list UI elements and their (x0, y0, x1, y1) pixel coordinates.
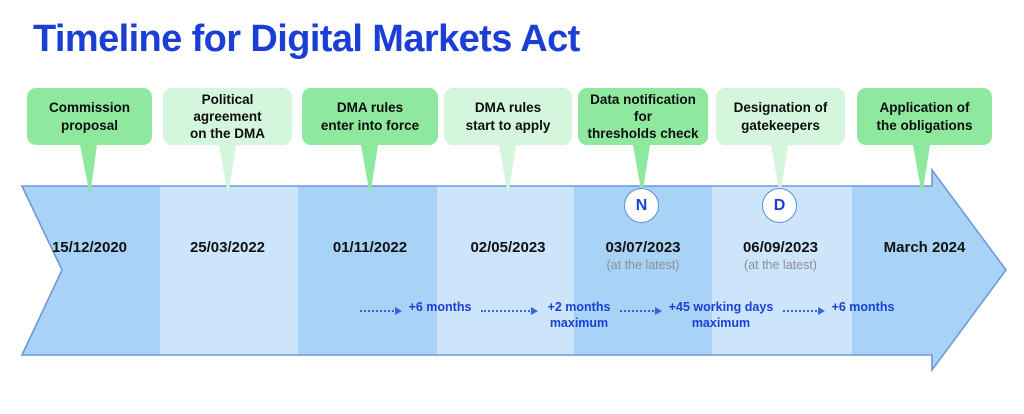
callout-dma-rules-enter-into-force[interactable]: DMA rules enter into force (302, 88, 438, 145)
callout-label: DMA rules enter into force (320, 100, 420, 133)
marker-n: N (624, 188, 659, 223)
callout-political-agreement[interactable]: Political agreement on the DMA (163, 88, 292, 145)
marker-d: D (762, 188, 797, 223)
duration-connector-4 (783, 306, 825, 315)
date-label-3: 01/11/2022 (302, 239, 438, 257)
duration-label-4: +6 months (831, 300, 895, 314)
arrowhead-icon (395, 306, 402, 315)
duration-connector-1 (360, 306, 402, 315)
dotted-line (360, 309, 394, 312)
callout-label: Commission proposal (48, 100, 130, 133)
dotted-line (481, 309, 530, 312)
duration-connector-3 (620, 306, 662, 315)
date-value: March 2024 (883, 239, 966, 256)
band-base (22, 170, 1006, 370)
date-label-2: 25/03/2022 (163, 239, 292, 257)
dotted-line (620, 309, 654, 312)
band-outline (20, 167, 1007, 373)
date-label-1: 15/12/2020 (27, 239, 152, 257)
duration-label-2: +2 months maximum (547, 300, 611, 330)
callout-application-of-obligations[interactable]: Application of the obligations (857, 88, 992, 145)
callout-label: DMA rules start to apply (465, 100, 551, 133)
marker-letter: D (773, 196, 786, 214)
band-stripe-2 (160, 170, 298, 370)
date-value: 01/11/2022 (332, 239, 408, 256)
callout-label: Political agreement on the DMA (190, 91, 265, 142)
duration-connector-2 (481, 306, 538, 315)
band-stripe-4 (437, 170, 574, 370)
date-value: 06/09/2023 (742, 239, 819, 256)
date-note: (at the latest) (606, 257, 680, 272)
callout-dma-rules-start-to-apply[interactable]: DMA rules start to apply (444, 88, 572, 145)
arrowhead-icon (818, 306, 825, 315)
callout-label: Application of the obligations (876, 100, 973, 133)
duration-label-1: +6 months (408, 300, 472, 314)
duration-label-3: +45 working days maximum (668, 300, 774, 330)
date-label-4: 02/05/2023 (444, 239, 572, 257)
callout-label: Designation of gatekeepers (733, 100, 828, 133)
callout-label: Data notification for thresholds check (587, 91, 699, 142)
callout-designation-of-gatekeepers[interactable]: Designation of gatekeepers (716, 88, 845, 145)
callout-commission-proposal[interactable]: Commission proposal (27, 88, 152, 145)
arrowhead-icon (655, 306, 662, 315)
date-note: (at the latest) (744, 257, 817, 272)
arrowhead-icon (531, 306, 538, 315)
date-value: 15/12/2020 (51, 239, 128, 256)
date-value: 25/03/2022 (189, 239, 266, 256)
page-title: Timeline for Digital Markets Act (33, 18, 580, 60)
band-arrowhead-fill (932, 170, 1006, 370)
date-value: 03/07/2023 (605, 239, 681, 256)
callout-data-notification[interactable]: Data notification for thresholds check (578, 88, 708, 145)
marker-letter: N (635, 196, 648, 214)
dotted-line (783, 309, 817, 312)
date-label-6: 06/09/2023 (at the latest) (716, 239, 845, 272)
date-label-7: March 2024 (857, 239, 992, 257)
date-value: 02/05/2023 (470, 239, 546, 256)
callout-tails (80, 145, 930, 196)
date-label-5: 03/07/2023 (at the latest) (578, 239, 708, 272)
